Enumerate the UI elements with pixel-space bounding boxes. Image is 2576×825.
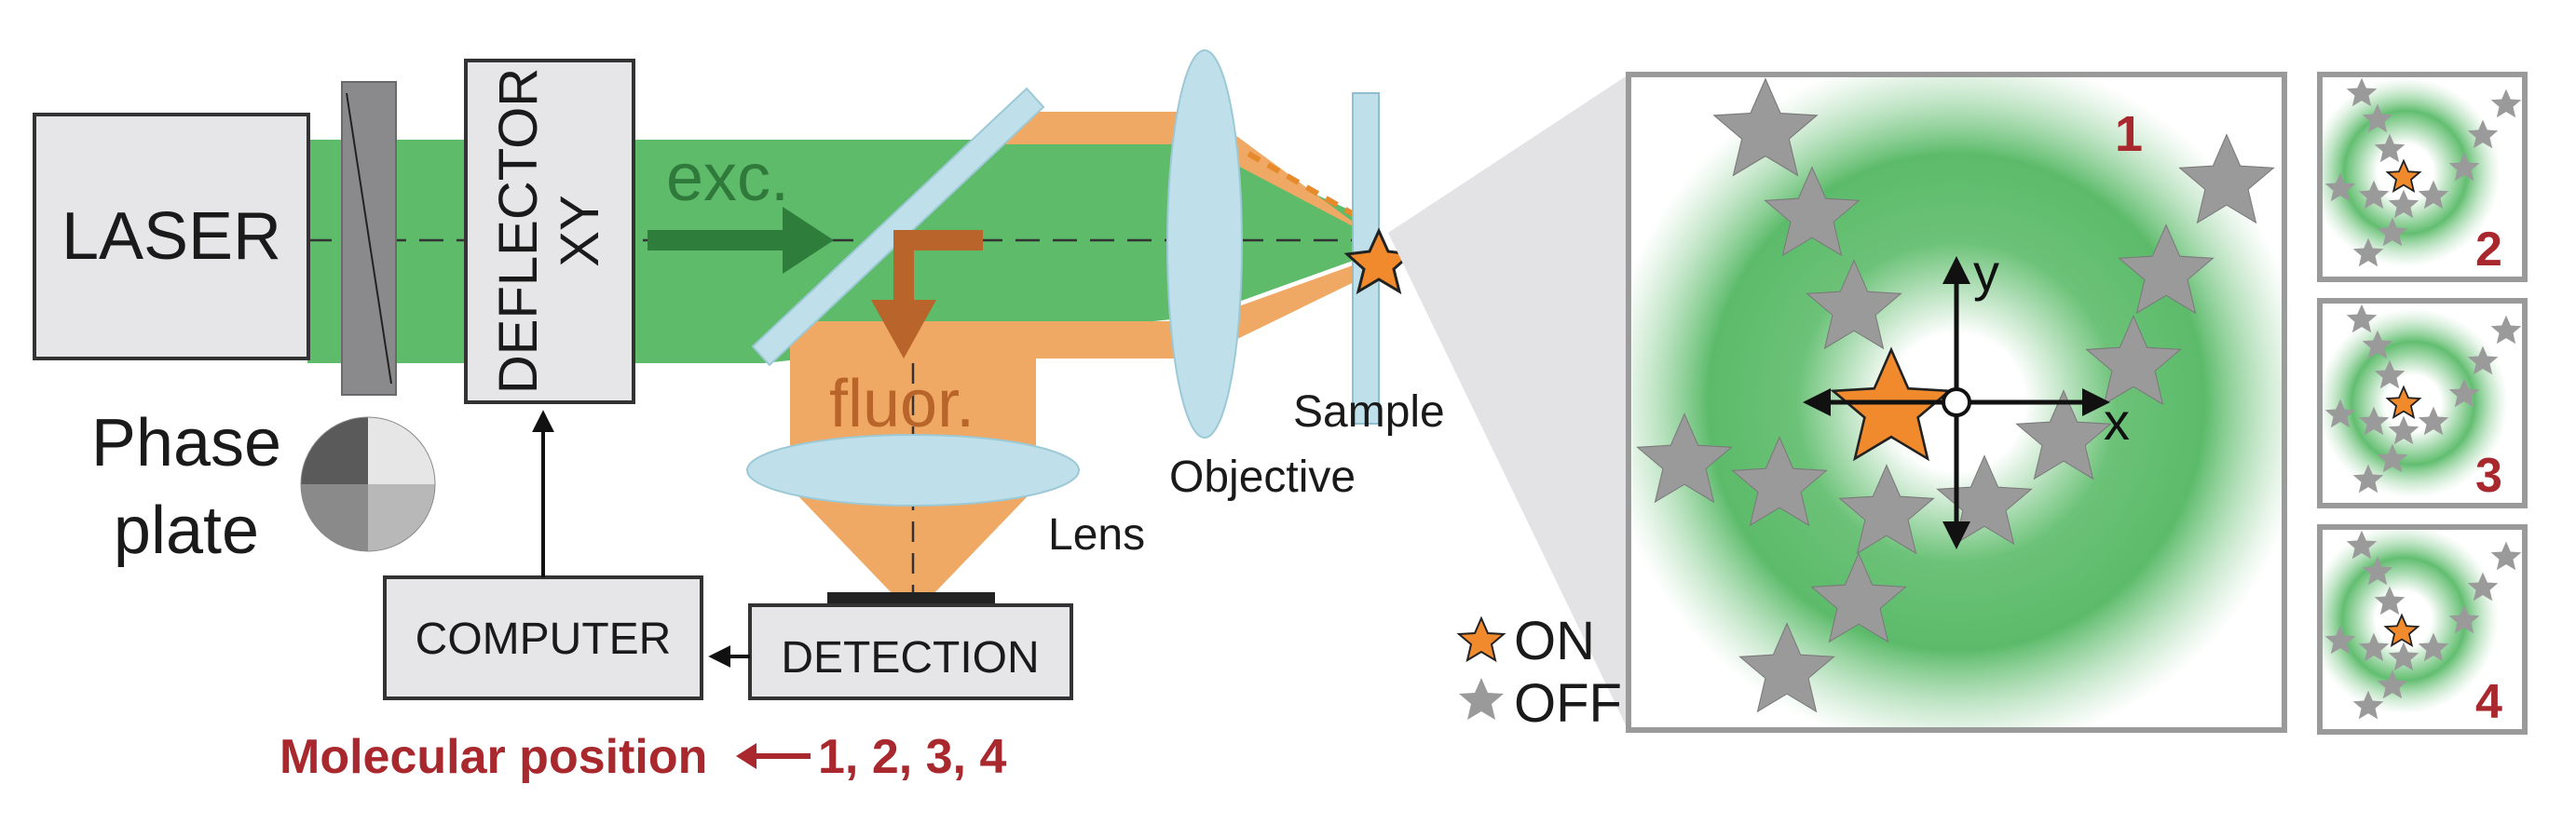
- off-star-icon: [1636, 412, 1733, 504]
- panel-4-number: 4: [2475, 675, 2502, 729]
- objective-lens: [1166, 49, 1243, 439]
- off-star-icon: [1764, 166, 1860, 257]
- off-star-icon: [1731, 436, 1828, 527]
- legend-off-label: OFF: [1514, 673, 1622, 734]
- laser-box: [33, 113, 310, 360]
- off-star-icon: [1806, 259, 1902, 350]
- panel-3-number: 3: [2475, 449, 2502, 503]
- dichroic-mirror: [751, 87, 1045, 367]
- panel-4-on-star-icon: [2383, 613, 2420, 647]
- lens-label: Lens: [1048, 510, 1145, 560]
- off-star-icon: [2085, 315, 2182, 406]
- zoom-wedge: [1388, 74, 1629, 731]
- fluorescence-beam-upper: [1006, 112, 1197, 144]
- panel-1-number: 1: [2115, 106, 2143, 162]
- panel-2-number: 2: [2475, 223, 2502, 277]
- exc-label: exc.: [666, 141, 789, 215]
- computer-label: COMPUTER: [416, 615, 672, 664]
- axis-y-label: y: [1973, 243, 1999, 302]
- fluor-label: fluor.: [829, 367, 975, 441]
- detection-label: DETECTION: [781, 633, 1039, 683]
- objective-label: Objective: [1169, 453, 1356, 502]
- panel-3-on-star-icon: [2385, 385, 2422, 419]
- scan-axes: [1826, 279, 2087, 526]
- deflector-label-line1: DEFLECTOR: [488, 68, 549, 394]
- phase-plate-label-line1: Phase: [91, 406, 281, 480]
- scan-panel-2: [2317, 72, 2528, 282]
- phase-plate-label-line2: plate: [114, 494, 259, 568]
- legend-on-label: ON: [1514, 611, 1595, 671]
- sample-label: Sample: [1293, 387, 1445, 437]
- legend-off-star-icon: [1459, 678, 1504, 720]
- scan-panel-4: [2317, 524, 2528, 735]
- deflector-box: [464, 59, 635, 404]
- off-star-icon: [1738, 622, 1835, 713]
- off-star-icon: [2015, 389, 2112, 480]
- legend-on-star-icon: [1456, 615, 1506, 663]
- off-star-icon: [2178, 133, 2275, 224]
- molecular-position-values: 1, 2, 3, 4: [818, 730, 1006, 784]
- off-star-icon: [1810, 552, 1907, 643]
- off-star-icon: [1838, 464, 1935, 555]
- scan-center: [1942, 387, 1971, 417]
- fluorescence-beam-cone-upper: [1197, 112, 1374, 237]
- exc-arrow-head: [783, 207, 834, 274]
- main-zoom-panel: [1626, 72, 2287, 733]
- axis-x-label: x: [2104, 392, 2130, 451]
- scan-panel-3: [2317, 298, 2528, 508]
- panel-2-on-star-icon: [2385, 158, 2422, 193]
- off-star-icon: [2118, 223, 2215, 315]
- fluor-arrow: [893, 230, 983, 307]
- detection-box: [748, 603, 1073, 700]
- deflector-label-line2: XY: [550, 195, 610, 266]
- off-star-icon: [1712, 77, 1819, 177]
- phase-plate-disc: [300, 416, 436, 552]
- fluorescence-beam-lower: [790, 256, 1379, 466]
- computer-box: [383, 575, 703, 700]
- laser-label: LASER: [61, 199, 281, 274]
- molecular-position-label: Molecular position: [279, 730, 707, 784]
- lens: [746, 434, 1080, 507]
- detector-bar: [827, 592, 995, 605]
